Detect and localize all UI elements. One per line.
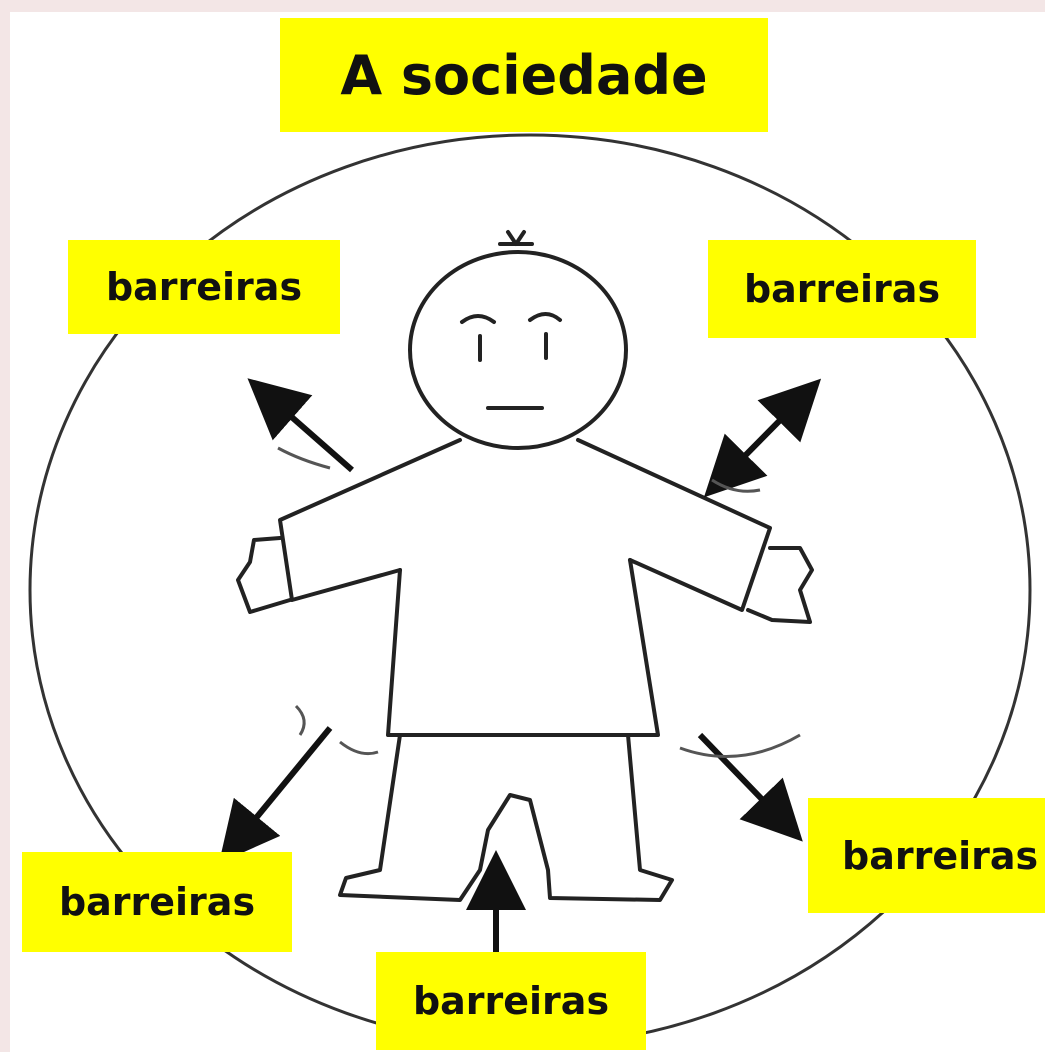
left-hand: [236, 536, 292, 614]
head: [408, 250, 628, 450]
left-eye: [460, 314, 496, 362]
right-eye: [528, 312, 562, 360]
arrow-top-left: [247, 378, 354, 473]
title-label: A sociedade: [280, 18, 768, 132]
motion-marks: [277, 446, 801, 758]
barrier-label-bottom: barreiras: [376, 952, 646, 1050]
arrow-top-right: [703, 378, 822, 498]
arrow-bottom-left: [218, 726, 333, 864]
barrier-label-bottom-left: barreiras: [22, 852, 292, 952]
barrier-label-top-right: barreiras: [708, 240, 976, 338]
left-leg: [338, 733, 674, 902]
right-hand: [746, 546, 814, 624]
barrier-label-top-left: barreiras: [68, 240, 340, 334]
torso: [386, 558, 660, 737]
barrier-label-right: barreiras: [808, 798, 1045, 913]
right-arm: [576, 438, 772, 612]
hair-icon: [498, 230, 534, 246]
left-arm: [278, 438, 462, 602]
person-figure: [236, 230, 814, 902]
arrow-bottom-right: [697, 732, 803, 842]
barrier-arrows: [218, 378, 822, 960]
